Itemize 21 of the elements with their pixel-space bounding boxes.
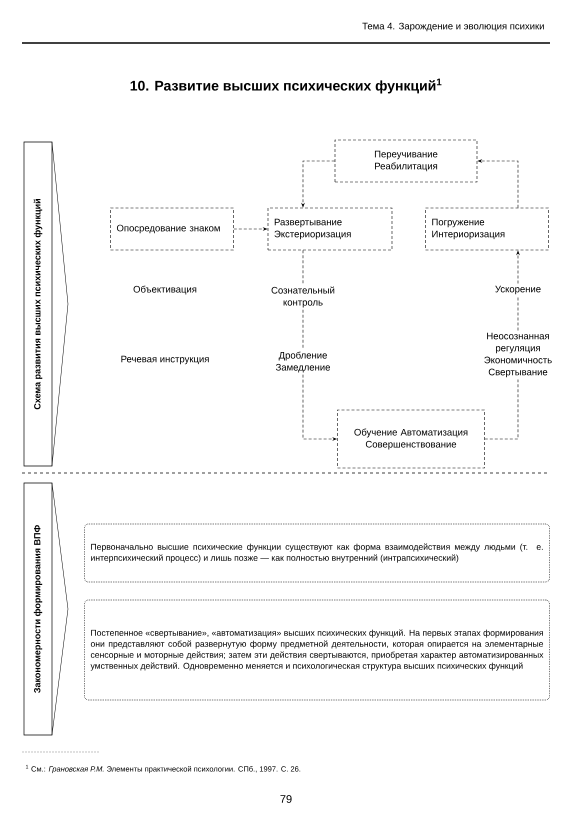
process-box: Погружение Интериоризация <box>425 208 549 250</box>
process-box: Обучение Автоматизация Совершенствование <box>337 410 485 468</box>
stage-label: Речевая инструкция <box>121 356 209 364</box>
text-panel: Первоначально высшие психические функции существуют как форма взаимодействия между людьми (т. е. интерпсихический процесс) и лишь позже — как полностью внутренний (интрапсихический) <box>84 524 550 582</box>
stage-label: Объективация <box>134 286 196 294</box>
connector-line <box>302 250 304 285</box>
flow-text: Сознательный контроль <box>272 286 334 308</box>
process-box: Опосредование знаком <box>110 208 234 250</box>
flow-text: Неосознанная регуляция Экономичность Свертывание <box>484 332 552 378</box>
text-panel: Постепенное «свертывание», «автоматизация» высших психических функций. На первых этапах формирования они представляют собой развернутую форму предметной деятельности, которая опирается на элементарные сенсорные и моторные действия; затем эти действия свертываются, приобретая характер автоматизированных умственных действий. Одновременно меняется и психологическая структура высших психических функций <box>84 600 550 700</box>
connector-line <box>484 379 518 440</box>
flow-text: Ускорение <box>495 286 541 294</box>
section-band: Закономерности формирования ВПФ <box>24 482 52 736</box>
connector-line <box>302 309 304 350</box>
process-box: Переучивание Реабилитация <box>334 140 478 182</box>
process-box: Развертывание Экстериоризация <box>268 208 392 250</box>
section-band: Схема развития высших психических функций <box>24 142 52 466</box>
title: 10. Развитие высших психических функций$^{1}$ <box>130 78 442 94</box>
running-head: Тема 4. Зарождение и эволюция психики <box>362 22 544 32</box>
page-number: 79 <box>280 795 292 803</box>
flow-text: Дробление Замедление <box>276 352 330 372</box>
